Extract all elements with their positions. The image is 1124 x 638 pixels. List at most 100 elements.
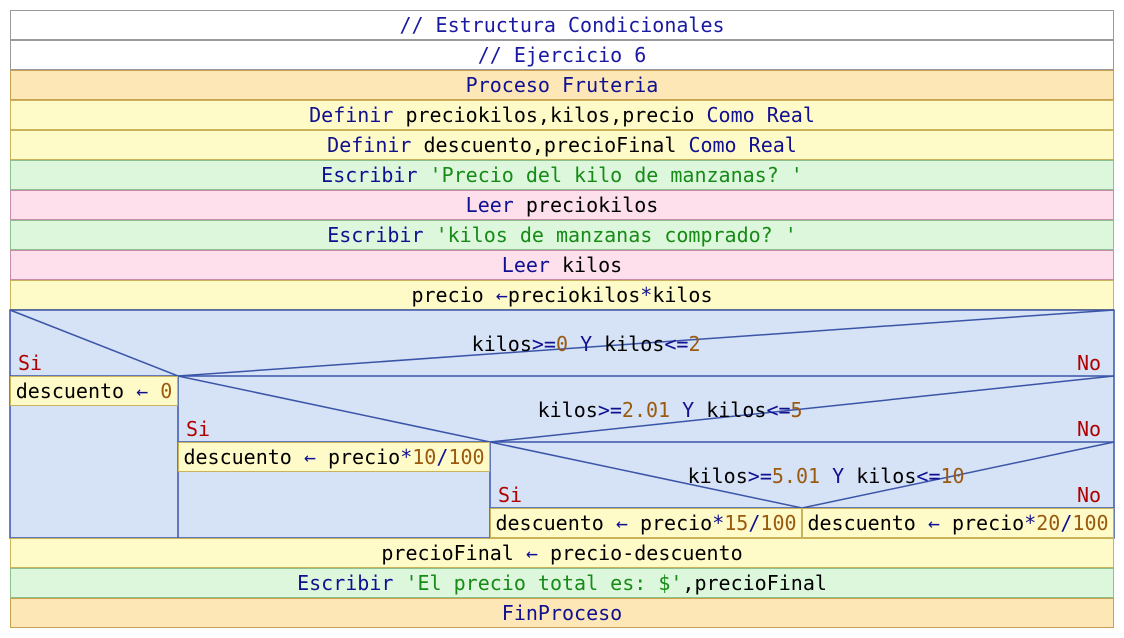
read-keyword: Leer (465, 193, 514, 217)
cond-var: kilos (537, 398, 598, 422)
cond-var: kilos (471, 332, 532, 356)
branch-descuento-20[interactable]: descuento ← precio*20/100 (802, 508, 1114, 538)
write-keyword: Escribir (297, 571, 394, 595)
branch-descuento-10[interactable]: descuento ← precio*10/100 (178, 442, 490, 472)
process-end[interactable]: FinProceso (10, 598, 1114, 628)
cond-op: >= (531, 332, 556, 356)
assign-target: descuento (15, 379, 125, 403)
assign-num: 15 (724, 511, 749, 535)
cond-block-1 (9, 309, 1115, 539)
write-string: 'Precio del kilo de manzanas? ' (429, 163, 803, 187)
assign-target: precioFinal (381, 541, 514, 565)
mult-operator: * (1024, 511, 1037, 535)
assign-expr: precio-descuento (549, 541, 743, 565)
define-keyword: Definir (309, 103, 394, 127)
mult-operator: * (712, 511, 725, 535)
assign-num: 100 (1072, 511, 1109, 535)
read-var: preciokilos (525, 193, 659, 217)
comment-title-text: // Estructura Condicionales (399, 13, 725, 37)
define-vars: descuento,precioFinal (423, 133, 677, 157)
no-label-1: No (1077, 351, 1102, 375)
cond-num: 2.01 (621, 398, 671, 422)
read-keyword: Leer (501, 253, 550, 277)
assign-arrow: ← (495, 283, 508, 307)
como-keyword: Como (688, 133, 737, 157)
div-operator: / (436, 445, 449, 469)
type-keyword: Real (748, 133, 797, 157)
process-name: Fruteria (562, 73, 659, 97)
assign-num: 10 (412, 445, 437, 469)
define-keyword: Definir (327, 133, 412, 157)
cond-and: Y (832, 464, 845, 488)
si-label-1: Si (18, 351, 43, 375)
type-keyword: Real (766, 103, 815, 127)
write-string: 'El precio total es: $' (405, 571, 683, 595)
cond-num: 5 (790, 398, 803, 422)
condition-2[interactable]: kilos>=2.01 Y kilos<=5 (178, 380, 1114, 440)
cond-op: >= (597, 398, 622, 422)
mult-operator: * (400, 445, 413, 469)
condition-3[interactable]: kilos>=5.01 Y kilos<=10 (490, 446, 1114, 506)
cond-op: <= (916, 464, 941, 488)
assign-arrow: ← (303, 445, 316, 469)
mult-operator: * (640, 283, 653, 307)
read-statement-2[interactable]: Leer kilos (10, 250, 1114, 280)
read-statement-1[interactable]: Leer preciokilos (10, 190, 1114, 220)
assign-num: 100 (448, 445, 485, 469)
write-keyword: Escribir (321, 163, 418, 187)
branch-descuento-0[interactable]: descuento ← 0 (10, 376, 178, 406)
assign-value: 0 (160, 379, 173, 403)
cond-var: kilos (706, 398, 767, 422)
cond-and: Y (682, 398, 695, 422)
assign-var: precio (639, 511, 713, 535)
define-statement-1[interactable]: Definir preciokilos,kilos,precio Como Re… (10, 100, 1114, 130)
write-statement-3[interactable]: Escribir 'El precio total es: $',precioF… (10, 568, 1114, 598)
comment-exercise: // Ejercicio 6 (10, 40, 1114, 70)
branch-descuento-15[interactable]: descuento ← precio*15/100 (490, 508, 802, 538)
cond-op: <= (766, 398, 791, 422)
assign-expr-2: kilos (652, 283, 713, 307)
assign-arrow: ← (525, 541, 538, 565)
si-label-2: Si (186, 417, 211, 441)
cond-num: 2 (688, 332, 701, 356)
cond-var: kilos (856, 464, 917, 488)
cond-num: 5.01 (771, 464, 821, 488)
cond-op: <= (664, 332, 689, 356)
cond-var: kilos (687, 464, 748, 488)
assign-target: precio (411, 283, 484, 307)
define-statement-2[interactable]: Definir descuento,precioFinal Como Real (10, 130, 1114, 160)
assign-target: descuento (807, 511, 916, 535)
define-vars: preciokilos,kilos,precio (405, 103, 695, 127)
assign-num: 100 (760, 511, 797, 535)
si-label-3: Si (498, 483, 523, 507)
div-operator: / (748, 511, 761, 535)
process-keyword: Proceso (465, 73, 550, 97)
process-start[interactable]: Proceso Fruteria (10, 70, 1114, 100)
write-keyword: Escribir (327, 223, 424, 247)
cond-num: 10 (940, 464, 965, 488)
write-statement-2[interactable]: Escribir 'kilos de manzanas comprado? ' (10, 220, 1114, 250)
process-end-keyword: FinProceso (501, 601, 623, 625)
comment-exercise-text: // Ejercicio 6 (477, 43, 647, 67)
assign-precio-final[interactable]: precioFinal ← precio-descuento (10, 538, 1114, 568)
assign-arrow: ← (927, 511, 940, 535)
assign-var: precio (327, 445, 401, 469)
write-var: precioFinal (694, 571, 827, 595)
cond-and: Y (580, 332, 593, 356)
assign-expr-1: preciokilos (507, 283, 641, 307)
como-keyword: Como (706, 103, 755, 127)
assign-arrow: ← (615, 511, 628, 535)
condition-1[interactable]: kilos>=0 Y kilos<=2 (0, 314, 1124, 374)
write-string: 'kilos de manzanas comprado? ' (435, 223, 797, 247)
cond-num: 0 (555, 332, 569, 356)
assign-arrow: ← (136, 379, 149, 403)
write-comma: , (682, 571, 695, 595)
cond-op: >= (747, 464, 772, 488)
write-statement-1[interactable]: Escribir 'Precio del kilo de manzanas? ' (10, 160, 1114, 190)
no-label-3: No (1077, 483, 1102, 507)
assign-var: precio (951, 511, 1025, 535)
no-label-2: No (1077, 417, 1102, 441)
assign-target: descuento (495, 511, 604, 535)
